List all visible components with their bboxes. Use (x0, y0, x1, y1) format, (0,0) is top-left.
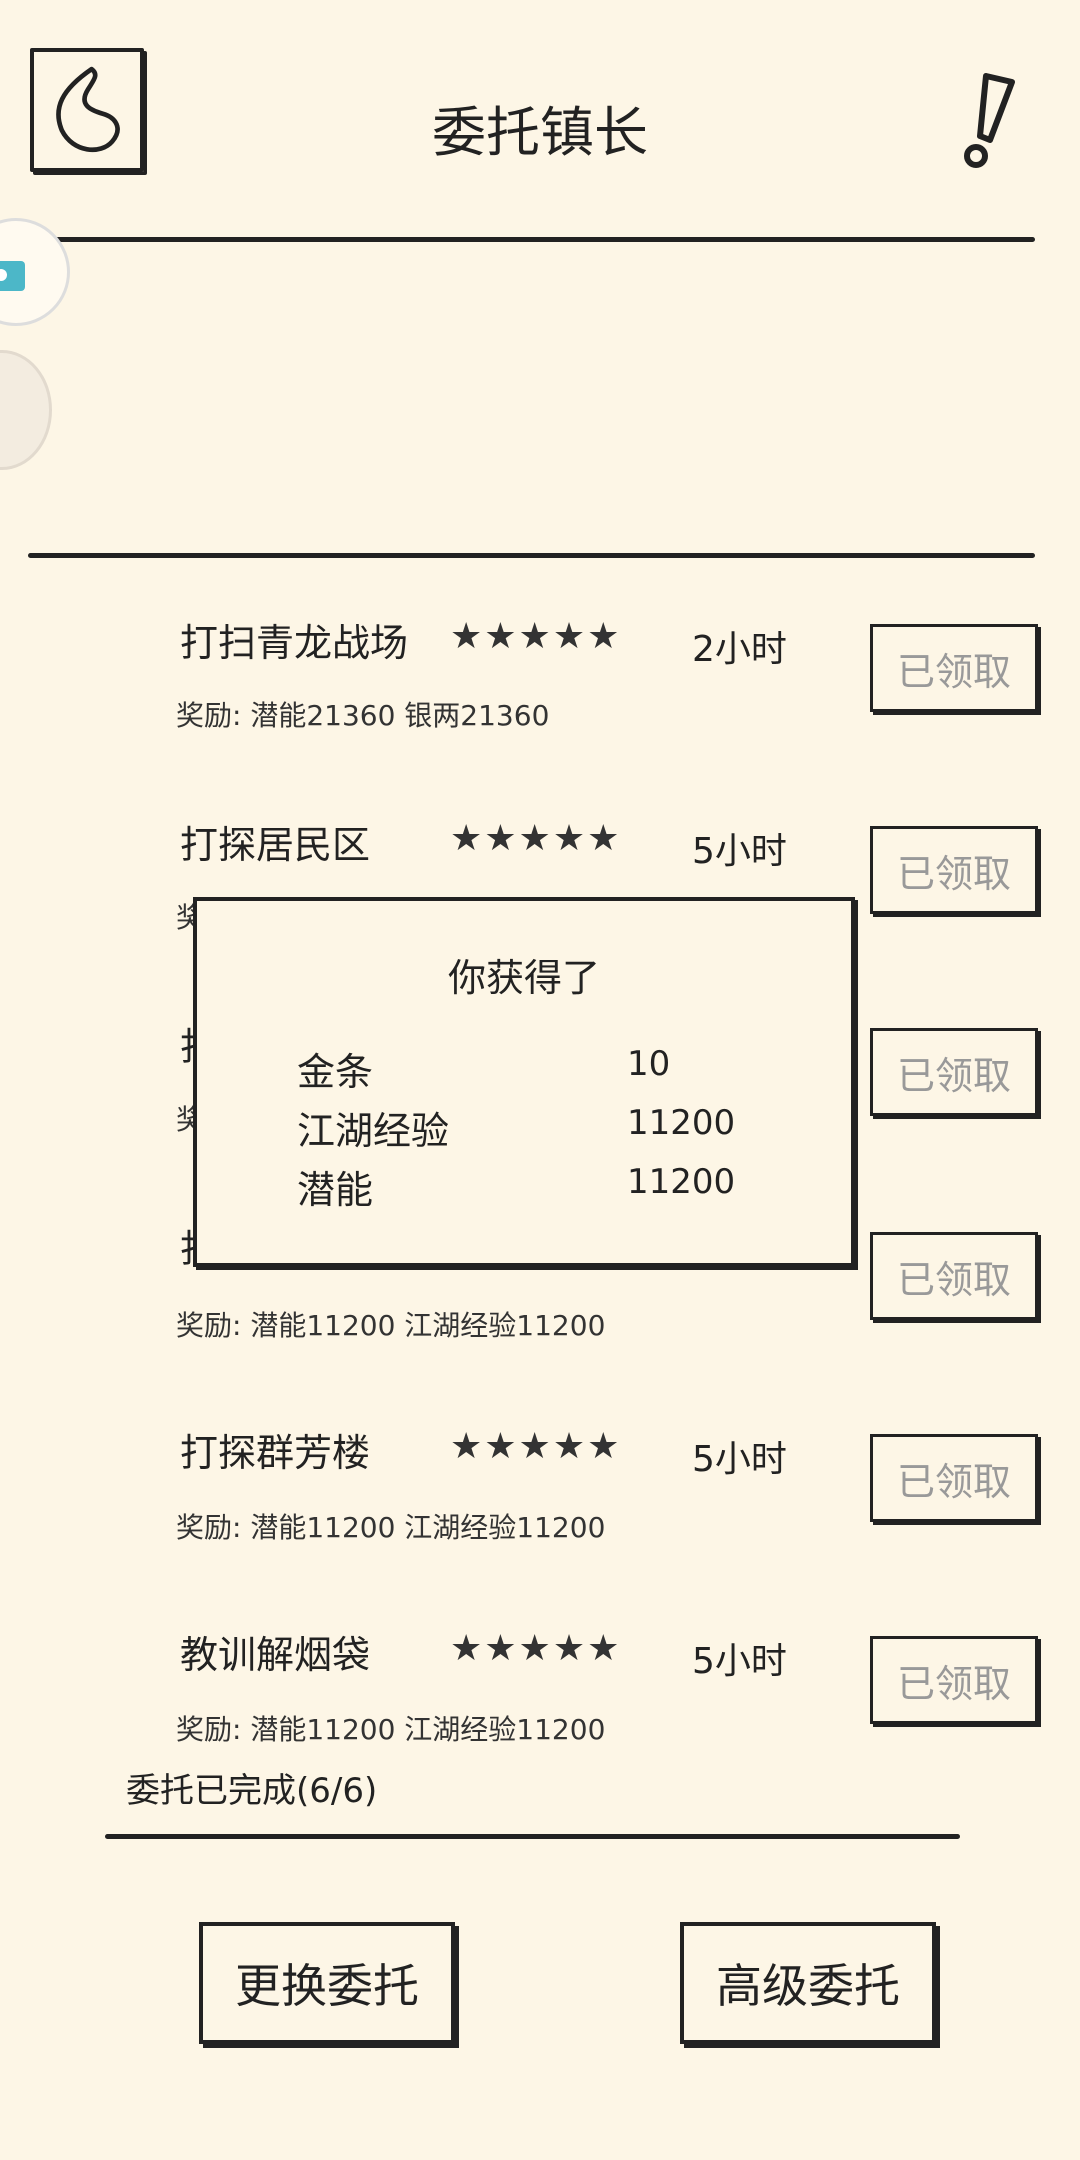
star-rating: ★★★★★ (450, 1426, 622, 1467)
reward-popup[interactable]: 你获得了 金条 10 江湖经验 11200 潜能 11200 (193, 897, 855, 1267)
floating-assistant-icon[interactable] (0, 350, 52, 470)
star-rating: ★★★★★ (450, 818, 622, 859)
reward-item-name: 金条 (297, 1050, 374, 1094)
claimed-button[interactable]: 已领取 (870, 826, 1038, 914)
task-reward: 奖励: 潜能11200 江湖经验11200 (176, 1511, 606, 1544)
task-reward: 奖励: 潜能21360 银两21360 (176, 699, 550, 732)
task-name: 打探居民区 (180, 823, 371, 867)
task-reward: 奖励: 潜能11200 江湖经验11200 (176, 1309, 606, 1342)
task-name: 教训解烟袋 (180, 1633, 371, 1677)
back-button[interactable] (30, 48, 144, 172)
popup-title: 你获得了 (447, 956, 600, 1000)
task-duration: 5小时 (692, 1439, 787, 1480)
page-title: 委托镇长 (432, 101, 648, 164)
back-arrow-icon (56, 66, 120, 152)
claimed-button[interactable]: 已领取 (870, 1232, 1038, 1320)
claimed-button[interactable]: 已领取 (870, 624, 1038, 712)
task-name: 打扫青龙战场 (180, 621, 409, 665)
divider-top (40, 237, 1035, 242)
commission-status: 委托已完成(6/6) (126, 1771, 378, 1811)
task-name: 打探群芳楼 (180, 1431, 371, 1475)
reward-item-qty: 10 (627, 1044, 671, 1084)
task-reward: 奖励: 潜能11200 江湖经验11200 (176, 1713, 606, 1746)
task-duration: 5小时 (692, 1641, 787, 1682)
reward-item-qty: 11200 (627, 1162, 736, 1202)
reward-item-qty: 11200 (627, 1103, 736, 1143)
floating-app-icon[interactable] (0, 218, 70, 326)
claimed-button[interactable]: 已领取 (870, 1028, 1038, 1116)
claimed-button[interactable]: 已领取 (870, 1434, 1038, 1522)
star-rating: ★★★★★ (450, 1628, 622, 1669)
reward-item-name: 江湖经验 (297, 1109, 450, 1153)
task-duration: 2小时 (692, 629, 787, 670)
claimed-button[interactable]: 已领取 (870, 1636, 1038, 1724)
task-duration: 5小时 (692, 831, 787, 872)
advanced-commission-button[interactable]: 高级委托 (680, 1922, 936, 2044)
star-rating: ★★★★★ (450, 616, 622, 657)
divider-middle (28, 553, 1035, 558)
divider-bottom (105, 1834, 960, 1839)
change-commission-button[interactable]: 更换委托 (199, 1922, 455, 2044)
exclamation-icon[interactable] (960, 70, 1020, 170)
reward-item-name: 潜能 (297, 1168, 374, 1212)
